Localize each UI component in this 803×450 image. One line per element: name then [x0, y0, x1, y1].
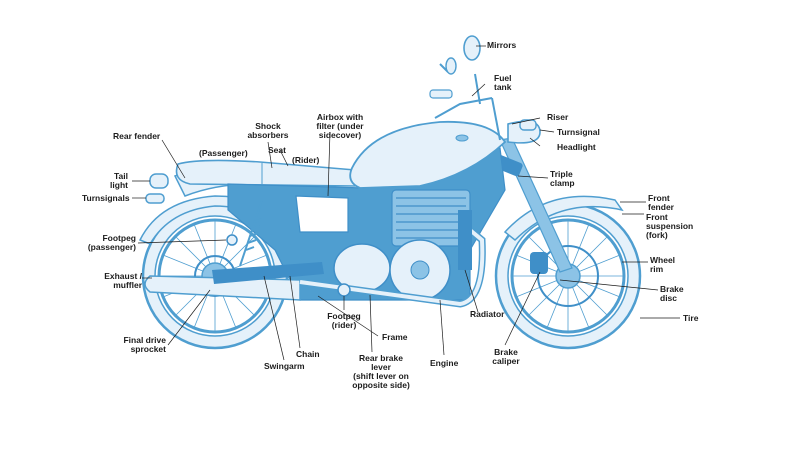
- tail-light-shape: [149, 173, 169, 189]
- brake-caliper-shape: [530, 252, 548, 274]
- label-radiator: Radiator: [470, 309, 505, 319]
- label-chain: Chain: [296, 349, 320, 359]
- engine-shape: [333, 189, 471, 301]
- shock-absorber-shape: [239, 199, 263, 267]
- label-engine: Engine: [430, 358, 459, 368]
- mirror-shape: [463, 35, 481, 61]
- label-tail-light: Tail light: [110, 171, 128, 190]
- label-front-suspension: Front suspension (fork): [646, 212, 694, 240]
- mirror-shape-2: [445, 57, 457, 75]
- sidecover-shape: [295, 195, 349, 233]
- label-tire: Tire: [683, 313, 699, 323]
- leader-lines: [132, 45, 680, 361]
- label-footpeg-rider: Footpeg (rider): [327, 311, 361, 330]
- label-shock-absorbers: Shock absorbers: [247, 121, 289, 140]
- label-rear-fender: Rear fender: [113, 131, 161, 141]
- label-brake-caliper: Brake caliper: [492, 347, 520, 366]
- label-footpeg-passenger: Footpeg (passenger): [87, 233, 136, 252]
- label-swingarm: Swingarm: [264, 361, 305, 371]
- label-seat: Seat: [268, 145, 286, 155]
- seat-shape: [175, 159, 361, 187]
- label-turnsignals-rear: Turnsignals: [82, 193, 130, 203]
- footpeg-rider-shape: [337, 283, 351, 297]
- footpeg-passenger-shape: [226, 234, 238, 246]
- label-final-drive: Final drive sprocket: [123, 335, 166, 354]
- label-brake-disc: Brake disc: [660, 284, 684, 303]
- label-frame: Frame: [382, 332, 408, 342]
- label-seat-passenger: (Passenger): [199, 148, 248, 158]
- label-riser: Riser: [547, 112, 569, 122]
- label-headlight: Headlight: [557, 142, 596, 152]
- label-turnsignal-front: Turnsignal: [557, 127, 600, 137]
- label-triple-clamp: Triple clamp: [550, 169, 575, 188]
- label-exhaust: Exhaust / muffler: [104, 271, 142, 290]
- label-rear-brake: Rear brake lever (shift lever on opposit…: [352, 353, 410, 390]
- front-wheel: [494, 202, 642, 350]
- radiator-shape: [458, 210, 472, 270]
- label-wheel-rim: Wheel rim: [650, 255, 676, 274]
- label-mirrors: Mirrors: [487, 40, 517, 50]
- swingarm-shape: [212, 262, 324, 284]
- label-fuel-tank: Fuel tank: [494, 73, 512, 92]
- label-airbox: Airbox with filter (under sidecover): [316, 112, 364, 140]
- front-turnsignal-shape: [519, 119, 537, 131]
- label-seat-rider: (Rider): [292, 155, 320, 165]
- label-front-fender: Front fender: [648, 193, 674, 212]
- rear-turnsignal-shape: [145, 193, 165, 204]
